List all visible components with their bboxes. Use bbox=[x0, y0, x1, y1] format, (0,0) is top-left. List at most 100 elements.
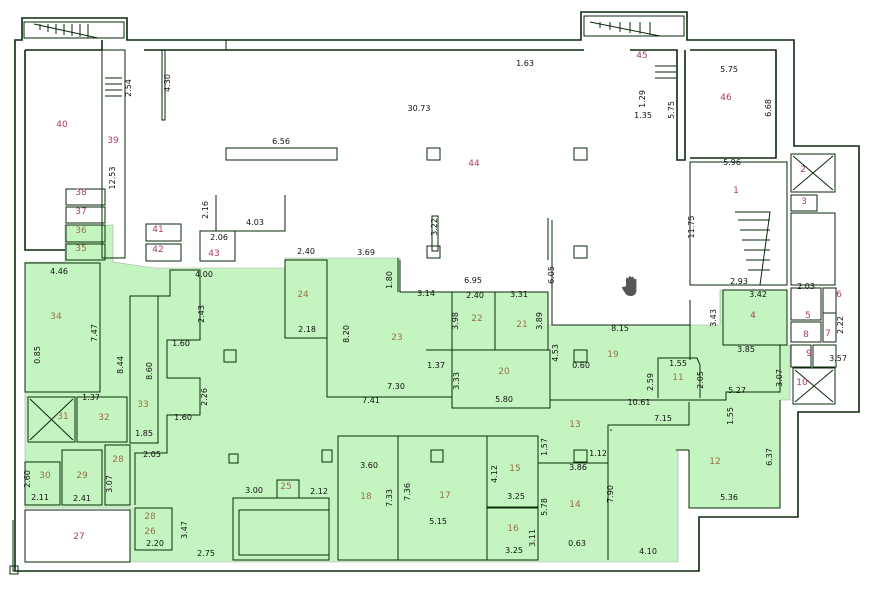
dimension-label: 1.12 bbox=[589, 449, 607, 458]
dimension-label: 2.40 bbox=[466, 291, 484, 300]
room-number-21[interactable]: 21 bbox=[516, 320, 527, 330]
room-number-30[interactable]: 30 bbox=[39, 471, 51, 481]
room-number-41[interactable]: 41 bbox=[152, 225, 163, 235]
dimension-label: 8.15 bbox=[611, 324, 629, 333]
room-number-10[interactable]: 10 bbox=[796, 378, 808, 388]
dimension-label: 7.30 bbox=[387, 382, 405, 391]
dimension-label: 2.05 bbox=[143, 450, 161, 459]
dimension-label: 3.69 bbox=[357, 248, 375, 257]
dimension-label: 7.47 bbox=[90, 324, 99, 342]
room-number-8[interactable]: 8 bbox=[803, 330, 809, 340]
hand-cursor-icon bbox=[622, 276, 637, 296]
room-number-28[interactable]: 28 bbox=[144, 512, 156, 522]
room-number-31[interactable]: 31 bbox=[57, 412, 68, 422]
dimension-label: 5.75 bbox=[667, 101, 676, 119]
room-number-37[interactable]: 37 bbox=[75, 207, 86, 217]
room-number-4[interactable]: 4 bbox=[750, 311, 756, 321]
dimension-label: 1.55 bbox=[726, 407, 735, 425]
dimension-label: 3.85 bbox=[737, 345, 755, 354]
room-number-6[interactable]: 6 bbox=[836, 290, 842, 300]
dimension-label: 0.63 bbox=[568, 539, 586, 548]
dimension-label: 2.60 bbox=[23, 470, 32, 488]
dimension-label: 6.05 bbox=[547, 266, 556, 284]
room-number-13[interactable]: 13 bbox=[569, 420, 580, 430]
room-number-27[interactable]: 27 bbox=[73, 532, 84, 542]
dimension-label: 1.60 bbox=[172, 339, 190, 348]
room-number-40[interactable]: 40 bbox=[56, 120, 68, 130]
dimension-label: 4.00 bbox=[195, 270, 213, 279]
room-number-19[interactable]: 19 bbox=[607, 350, 619, 360]
room-number-29[interactable]: 29 bbox=[76, 471, 88, 481]
dimension-label: 2.05 bbox=[696, 371, 705, 389]
room-number-24[interactable]: 24 bbox=[297, 290, 309, 300]
room-number-32[interactable]: 32 bbox=[98, 413, 109, 423]
room-number-5[interactable]: 5 bbox=[805, 311, 811, 321]
dimension-label: 4.30 bbox=[163, 74, 172, 92]
dimension-label: 7.33 bbox=[385, 489, 394, 507]
room-number-1[interactable]: 1 bbox=[733, 186, 739, 196]
dimension-label: 4.53 bbox=[551, 344, 560, 362]
room-number-36[interactable]: 36 bbox=[75, 226, 87, 236]
room-number-22[interactable]: 22 bbox=[471, 314, 482, 324]
dimension-label: 3.22 bbox=[430, 218, 439, 236]
room-walls bbox=[24, 40, 837, 563]
room-number-26[interactable]: 26 bbox=[144, 527, 156, 537]
dimension-label: 5.96 bbox=[723, 158, 741, 167]
room-number-34[interactable]: 34 bbox=[50, 312, 62, 322]
dimension-label: 1.57 bbox=[540, 438, 549, 456]
dimension-label: 3.60 bbox=[360, 461, 378, 470]
stairs-top-right bbox=[583, 15, 685, 79]
dimension-label: 1.85 bbox=[135, 429, 153, 438]
room-number-43[interactable]: 43 bbox=[208, 249, 219, 259]
room-number-20[interactable]: 20 bbox=[498, 367, 510, 377]
dimension-label: 2.18 bbox=[298, 325, 316, 334]
dimension-label: 2.06 bbox=[210, 233, 228, 242]
room-number-42[interactable]: 42 bbox=[152, 245, 163, 255]
room-number-45[interactable]: 45 bbox=[636, 51, 647, 61]
dimension-label: 7.41 bbox=[362, 396, 380, 405]
dimension-label: 3.98 bbox=[451, 312, 460, 330]
dimension-label: 2.41 bbox=[73, 494, 91, 503]
dimension-label: 3.11 bbox=[528, 529, 537, 547]
room-number-2[interactable]: 2 bbox=[800, 165, 806, 175]
dimension-label: 3.86 bbox=[569, 463, 587, 472]
room-number-11[interactable]: 11 bbox=[672, 373, 683, 383]
dimension-label: 3.42 bbox=[749, 290, 767, 299]
dimension-label: 5.80 bbox=[495, 395, 513, 404]
room-number-46[interactable]: 46 bbox=[720, 93, 732, 103]
room-number-12[interactable]: 12 bbox=[709, 457, 720, 467]
room-number-7[interactable]: 7 bbox=[825, 329, 831, 339]
dimension-label: 8.20 bbox=[342, 325, 351, 343]
room-number-39[interactable]: 39 bbox=[107, 136, 119, 146]
room-number-35[interactable]: 35 bbox=[75, 244, 86, 254]
dimension-label: 2.20 bbox=[146, 539, 164, 548]
room-number-14[interactable]: 14 bbox=[569, 500, 581, 510]
room-number-18[interactable]: 18 bbox=[360, 492, 372, 502]
room-number-3[interactable]: 3 bbox=[801, 197, 807, 207]
dimension-label: 2.75 bbox=[197, 549, 215, 558]
dimension-label: 8.44 bbox=[116, 356, 125, 374]
outer-wall bbox=[14, 11, 860, 572]
dimension-label: 0.85 bbox=[33, 346, 42, 364]
dimension-label: 2.43 bbox=[197, 305, 206, 323]
room-number-16[interactable]: 16 bbox=[507, 524, 519, 534]
dimension-label: 3.07 bbox=[105, 475, 114, 493]
corner-axis bbox=[9, 520, 63, 575]
room-number-15[interactable]: 15 bbox=[509, 464, 520, 474]
room-number-9[interactable]: 9 bbox=[806, 349, 812, 359]
dimension-label: 1.37 bbox=[427, 361, 445, 370]
room-number-23[interactable]: 23 bbox=[391, 333, 402, 343]
dimension-label: 2.16 bbox=[201, 201, 210, 219]
room-number-33[interactable]: 33 bbox=[137, 400, 148, 410]
dimension-label: 4.03 bbox=[246, 218, 264, 227]
dimension-label: 2.12 bbox=[310, 487, 328, 496]
dimension-label: 7.90 bbox=[606, 485, 615, 503]
room-number-25[interactable]: 25 bbox=[280, 482, 291, 492]
dimension-label: 3.43 bbox=[709, 309, 718, 327]
dimension-label: 7.15 bbox=[654, 414, 672, 423]
room-number-17[interactable]: 17 bbox=[439, 491, 450, 501]
room-number-28[interactable]: 28 bbox=[112, 455, 124, 465]
dimension-label: 3.33 bbox=[452, 372, 461, 390]
room-number-44[interactable]: 44 bbox=[468, 159, 480, 169]
room-number-38[interactable]: 38 bbox=[75, 188, 87, 198]
